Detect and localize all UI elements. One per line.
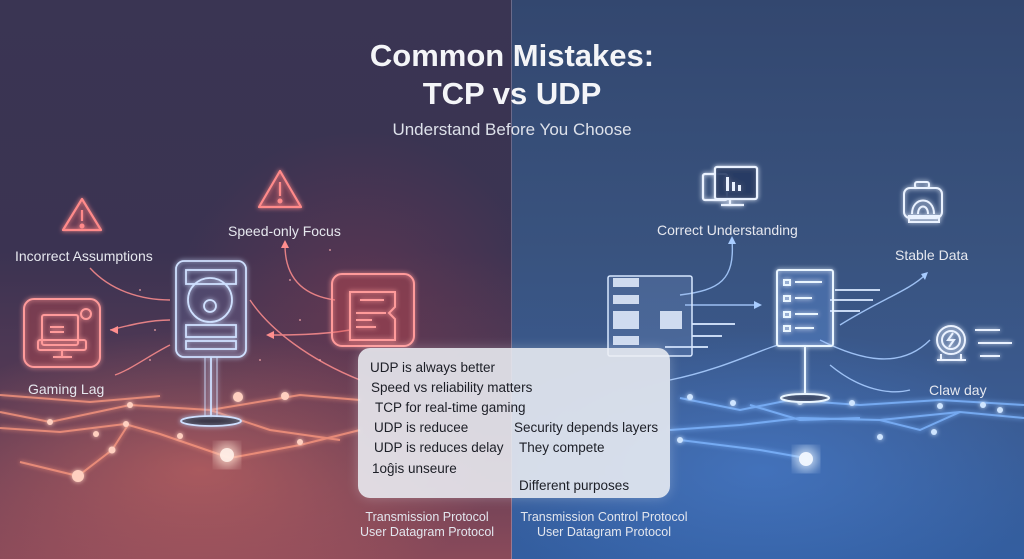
footer-right-line1: Transmission Control Protocol [520,510,688,524]
page-subtitle: Understand Before You Choose [392,120,632,139]
footer-left-line1: Transmission Protocol [365,510,489,524]
label-stable-data: Stable Data [895,247,969,263]
label-claw-day: Claw day [929,382,987,398]
panel-item: They compete [519,440,605,455]
power-motor-icon [936,325,1012,361]
center-divider [511,0,512,559]
label-correct-understanding: Correct Understanding [657,222,798,238]
footer-left-line2: User Datagram Protocol [360,525,495,539]
right-network-lines-icon [669,397,1024,458]
label-incorrect-assumptions: Incorrect Assumptions [15,248,153,264]
camera-data-icon [903,181,943,223]
warning-triangle-icon [61,197,103,232]
monitor-lag-icon [23,298,101,368]
panel-item: Speed vs reliability matters [371,380,533,395]
speed-lines-icon [665,289,880,348]
panel-item: UDP is always better [370,360,496,375]
right-network-nodes-icon [677,394,1003,443]
checklist-board-icon [776,269,834,403]
footer-left: Transmission Protocol User Datagram Prot… [360,510,494,540]
footer-right: Transmission Control Protocol User Datag… [518,510,690,540]
server-device-icon [175,260,247,427]
footer-right-line2: User Datagram Protocol [536,525,672,539]
panel-item: Security depends layers [514,420,659,435]
panel-item: 1oĝis unseure [372,461,457,476]
label-speed-only-focus: Speed-only Focus [228,223,341,239]
label-gaming-lag: Gaming Lag [28,381,105,397]
panel-item: UDP is reducee [374,420,469,435]
mistakes-panel: UDP is always better Speed vs reliabilit… [358,348,670,498]
page-title-line1: Common Mistakes: [369,38,655,73]
particles-icon [139,249,331,361]
panel-item: Different purposes [519,478,630,493]
document-icon [331,273,415,347]
warning-triangle-icon [257,169,303,209]
panel-item: TCP for real-time gaming [375,400,526,415]
monitor-chart-icon [701,165,759,207]
server-stack-icon [607,275,693,357]
panel-item: UDP is reduces delay [374,440,504,455]
page-title-line2: TCP vs UDP [422,76,602,111]
left-network-nodes-icon [47,392,303,482]
